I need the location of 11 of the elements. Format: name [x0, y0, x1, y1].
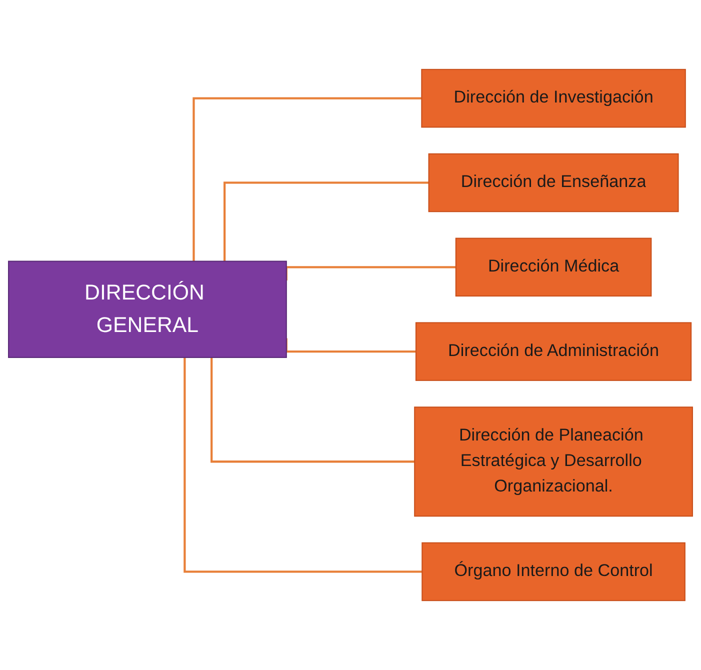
connector [210, 357, 415, 463]
node-box: Órgano Interno de Control [422, 542, 686, 602]
node-box: Dirección Médica [455, 238, 652, 297]
connector [192, 97, 422, 262]
node-box: Dirección de Planeación Estratégica y Desarrollo Organizacional. [414, 406, 693, 517]
connector [224, 182, 429, 262]
node-box: DIRECCIÓN GENERAL [8, 260, 287, 358]
node-box: Dirección de Enseñanza [428, 153, 679, 212]
node-box: Dirección de Investigación [421, 68, 686, 128]
connector [184, 357, 422, 573]
node-box: Dirección de Administración [415, 322, 692, 381]
